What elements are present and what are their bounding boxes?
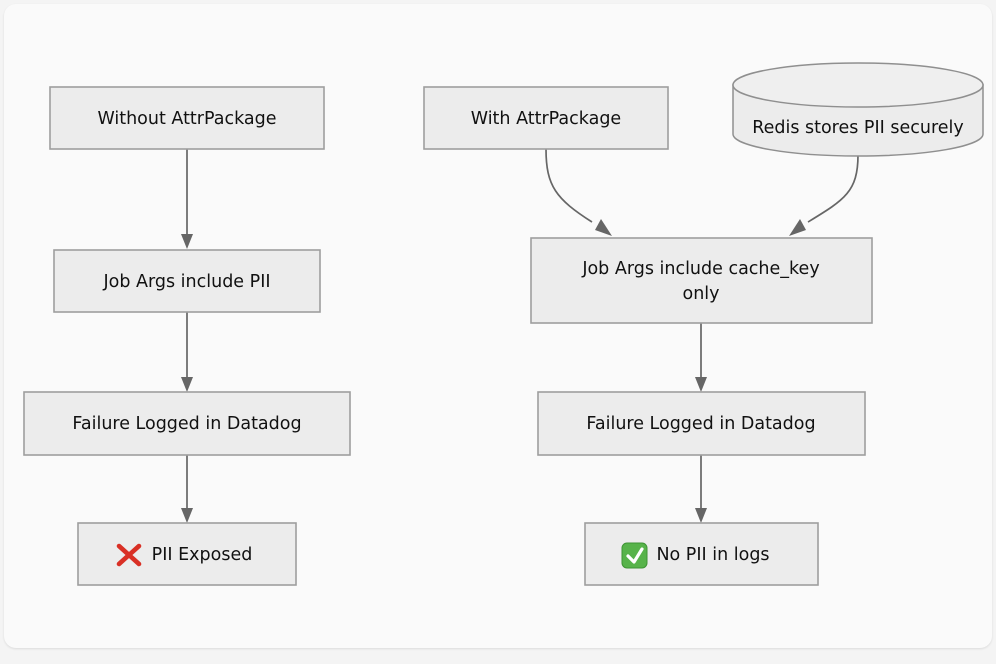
node-job-args-cache-key-label-line2: only: [682, 284, 719, 304]
edge-job-args-pii-to-failure-logged-left: [181, 312, 193, 392]
node-job-args-cache-key-box: [530, 237, 873, 324]
node-without-attrpackage-label: Without AttrPackage: [97, 109, 276, 129]
node-job-args-include-pii-label: Job Args include PII: [102, 272, 270, 292]
node-redis-cylinder-top: [732, 62, 984, 108]
node-without-attrpackage[interactable]: Without AttrPackage: [49, 86, 325, 150]
node-pii-exposed-box: [77, 522, 297, 586]
node-no-pii-in-logs-label: No PII in logs: [656, 545, 769, 565]
node-job-args-cache-key-label-line1: Job Args include cache_key: [581, 259, 819, 279]
node-with-attrpackage-label: With AttrPackage: [471, 109, 621, 129]
edge-failure-logged-right-to-no-pii: [695, 455, 707, 523]
node-pii-exposed-label: PII Exposed: [152, 545, 253, 565]
edge-job-args-cache-key-to-failure-logged-right: [695, 323, 707, 392]
node-failure-logged-datadog-left-label: Failure Logged in Datadog: [72, 414, 301, 434]
node-no-pii-in-logs[interactable]: No PII in logs: [584, 522, 819, 586]
edge-with-attrpackage-to-job-args-cache-key: [545, 148, 612, 236]
node-redis-stores-pii-label: Redis stores PII securely: [752, 118, 964, 138]
node-failure-logged-datadog-right-label: Failure Logged in Datadog: [586, 414, 815, 434]
node-failure-logged-datadog-left-box: [23, 391, 351, 456]
node-redis-stores-pii[interactable]: Redis stores PII securely: [732, 62, 984, 157]
node-without-attrpackage-box: [49, 86, 325, 150]
node-failure-logged-datadog-right-box: [537, 391, 866, 456]
node-with-attrpackage-box: [423, 86, 669, 150]
check-mark-button-icon: [621, 542, 648, 569]
edge-failure-logged-left-to-pii-exposed: [181, 455, 193, 523]
edge-redis-to-job-args-cache-key: [789, 154, 859, 236]
node-failure-logged-datadog-right[interactable]: Failure Logged in Datadog: [537, 391, 866, 456]
node-failure-logged-datadog-left[interactable]: Failure Logged in Datadog: [23, 391, 351, 456]
node-with-attrpackage[interactable]: With AttrPackage: [423, 86, 669, 150]
cross-mark-icon: [116, 543, 142, 567]
node-job-args-include-pii-box: [53, 249, 321, 313]
edge-without-attrpackage-to-job-args-pii: [181, 149, 193, 249]
node-pii-exposed[interactable]: PII Exposed: [77, 522, 297, 586]
node-no-pii-in-logs-box: [584, 522, 819, 586]
node-job-args-cache-key[interactable]: Job Args include cache_key only: [530, 237, 873, 324]
node-job-args-include-pii[interactable]: Job Args include PII: [53, 249, 321, 313]
